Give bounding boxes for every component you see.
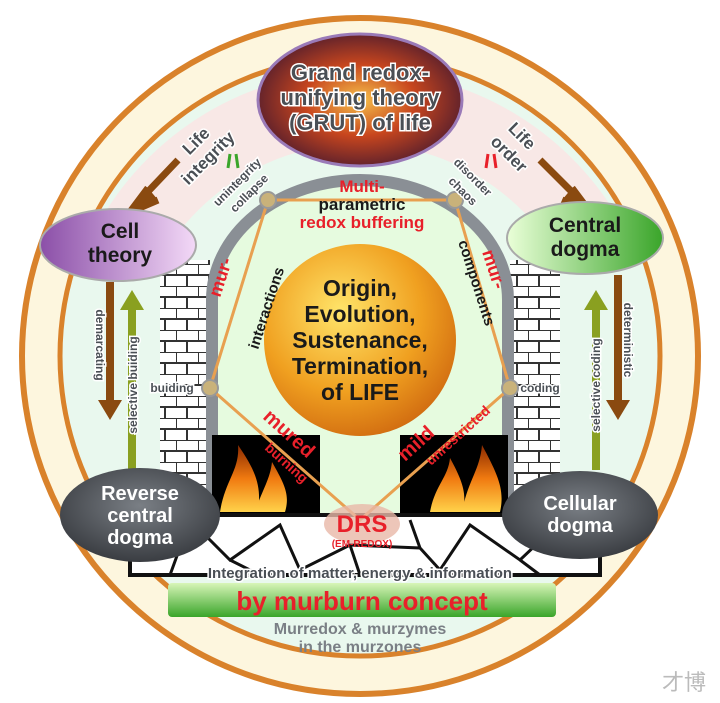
reverse-central-dogma-label: central xyxy=(107,505,173,527)
grut-ellipse xyxy=(256,32,464,168)
right-fire-box xyxy=(400,435,508,515)
center-line: Termination, xyxy=(292,353,428,379)
fire-icon xyxy=(220,445,287,512)
life-center-text: Origin, Evolution, Sustenance, Terminati… xyxy=(292,275,428,405)
murburn-label: by murburn concept xyxy=(236,586,488,616)
selective-building-label: selective buiding xyxy=(126,336,140,433)
demarcating-label: demarcating xyxy=(93,309,107,380)
cellular-dogma-label: Cellular xyxy=(543,493,617,515)
integration-label: Integration of matter, energy & informat… xyxy=(208,565,512,582)
left-fire-box xyxy=(212,435,320,515)
buffering-label: redox buffering xyxy=(300,213,425,232)
pentagon xyxy=(208,198,512,522)
murburn-banner xyxy=(168,583,556,617)
drs-ellipse xyxy=(324,504,400,544)
grut-text: Grand redox- unifying theory (GRUT) of l… xyxy=(279,59,442,137)
central-dogma-label: Central xyxy=(549,214,621,237)
grut-line: (GRUT) of life xyxy=(289,110,431,135)
reverse-central-dogma-label: Reverse xyxy=(101,483,179,505)
buiding-label: buiding xyxy=(150,381,193,395)
coding-label: coding xyxy=(520,381,559,395)
up-arrow-icon xyxy=(584,290,608,310)
down-arrow-icon xyxy=(98,400,122,420)
node xyxy=(259,191,277,209)
reverse-central-dogma-ellipse xyxy=(60,468,220,562)
life-center-circle xyxy=(264,244,456,436)
node xyxy=(201,379,219,397)
center-line: of LIFE xyxy=(321,379,399,405)
buffering-label: parametric xyxy=(319,195,406,214)
deterministic-label: deterministic xyxy=(621,303,635,378)
reverse-central-dogma-label: dogma xyxy=(107,527,173,549)
central-dogma-label: dogma xyxy=(551,238,620,261)
cellular-dogma-ellipse xyxy=(502,471,658,559)
center-line: Sustenance, xyxy=(292,327,428,353)
murredox-label: Murredox & murzymes xyxy=(274,621,447,638)
em-redox-label: (EM-REDOX) xyxy=(332,539,393,550)
center-line: Evolution, xyxy=(304,301,415,327)
buffering-label: Multi- xyxy=(339,177,384,196)
node xyxy=(501,379,519,397)
central-dogma-ellipse xyxy=(506,201,664,275)
up-down-arrows-icon xyxy=(484,153,498,169)
up-down-arrows-icon xyxy=(226,153,240,169)
watermark: 才博 xyxy=(661,671,706,696)
selective-coding-label: selective coding xyxy=(589,338,603,431)
cell-theory-label: theory xyxy=(88,244,153,267)
grut-line: unifying theory xyxy=(281,85,441,110)
murzones-label: in the murzones xyxy=(299,639,422,656)
grut-line: Grand redox- xyxy=(291,60,429,85)
cellular-dogma-label: dogma xyxy=(547,515,613,537)
up-arrow-icon xyxy=(120,290,144,310)
center-line: Origin, xyxy=(323,275,397,301)
cell-theory-label: Cell xyxy=(101,220,140,243)
drs-label: DRS xyxy=(337,511,388,538)
down-arrow-icon xyxy=(606,400,630,420)
fire-icon xyxy=(430,445,502,512)
node xyxy=(446,191,464,209)
cell-theory-ellipse xyxy=(39,208,197,282)
life-band xyxy=(95,70,625,260)
